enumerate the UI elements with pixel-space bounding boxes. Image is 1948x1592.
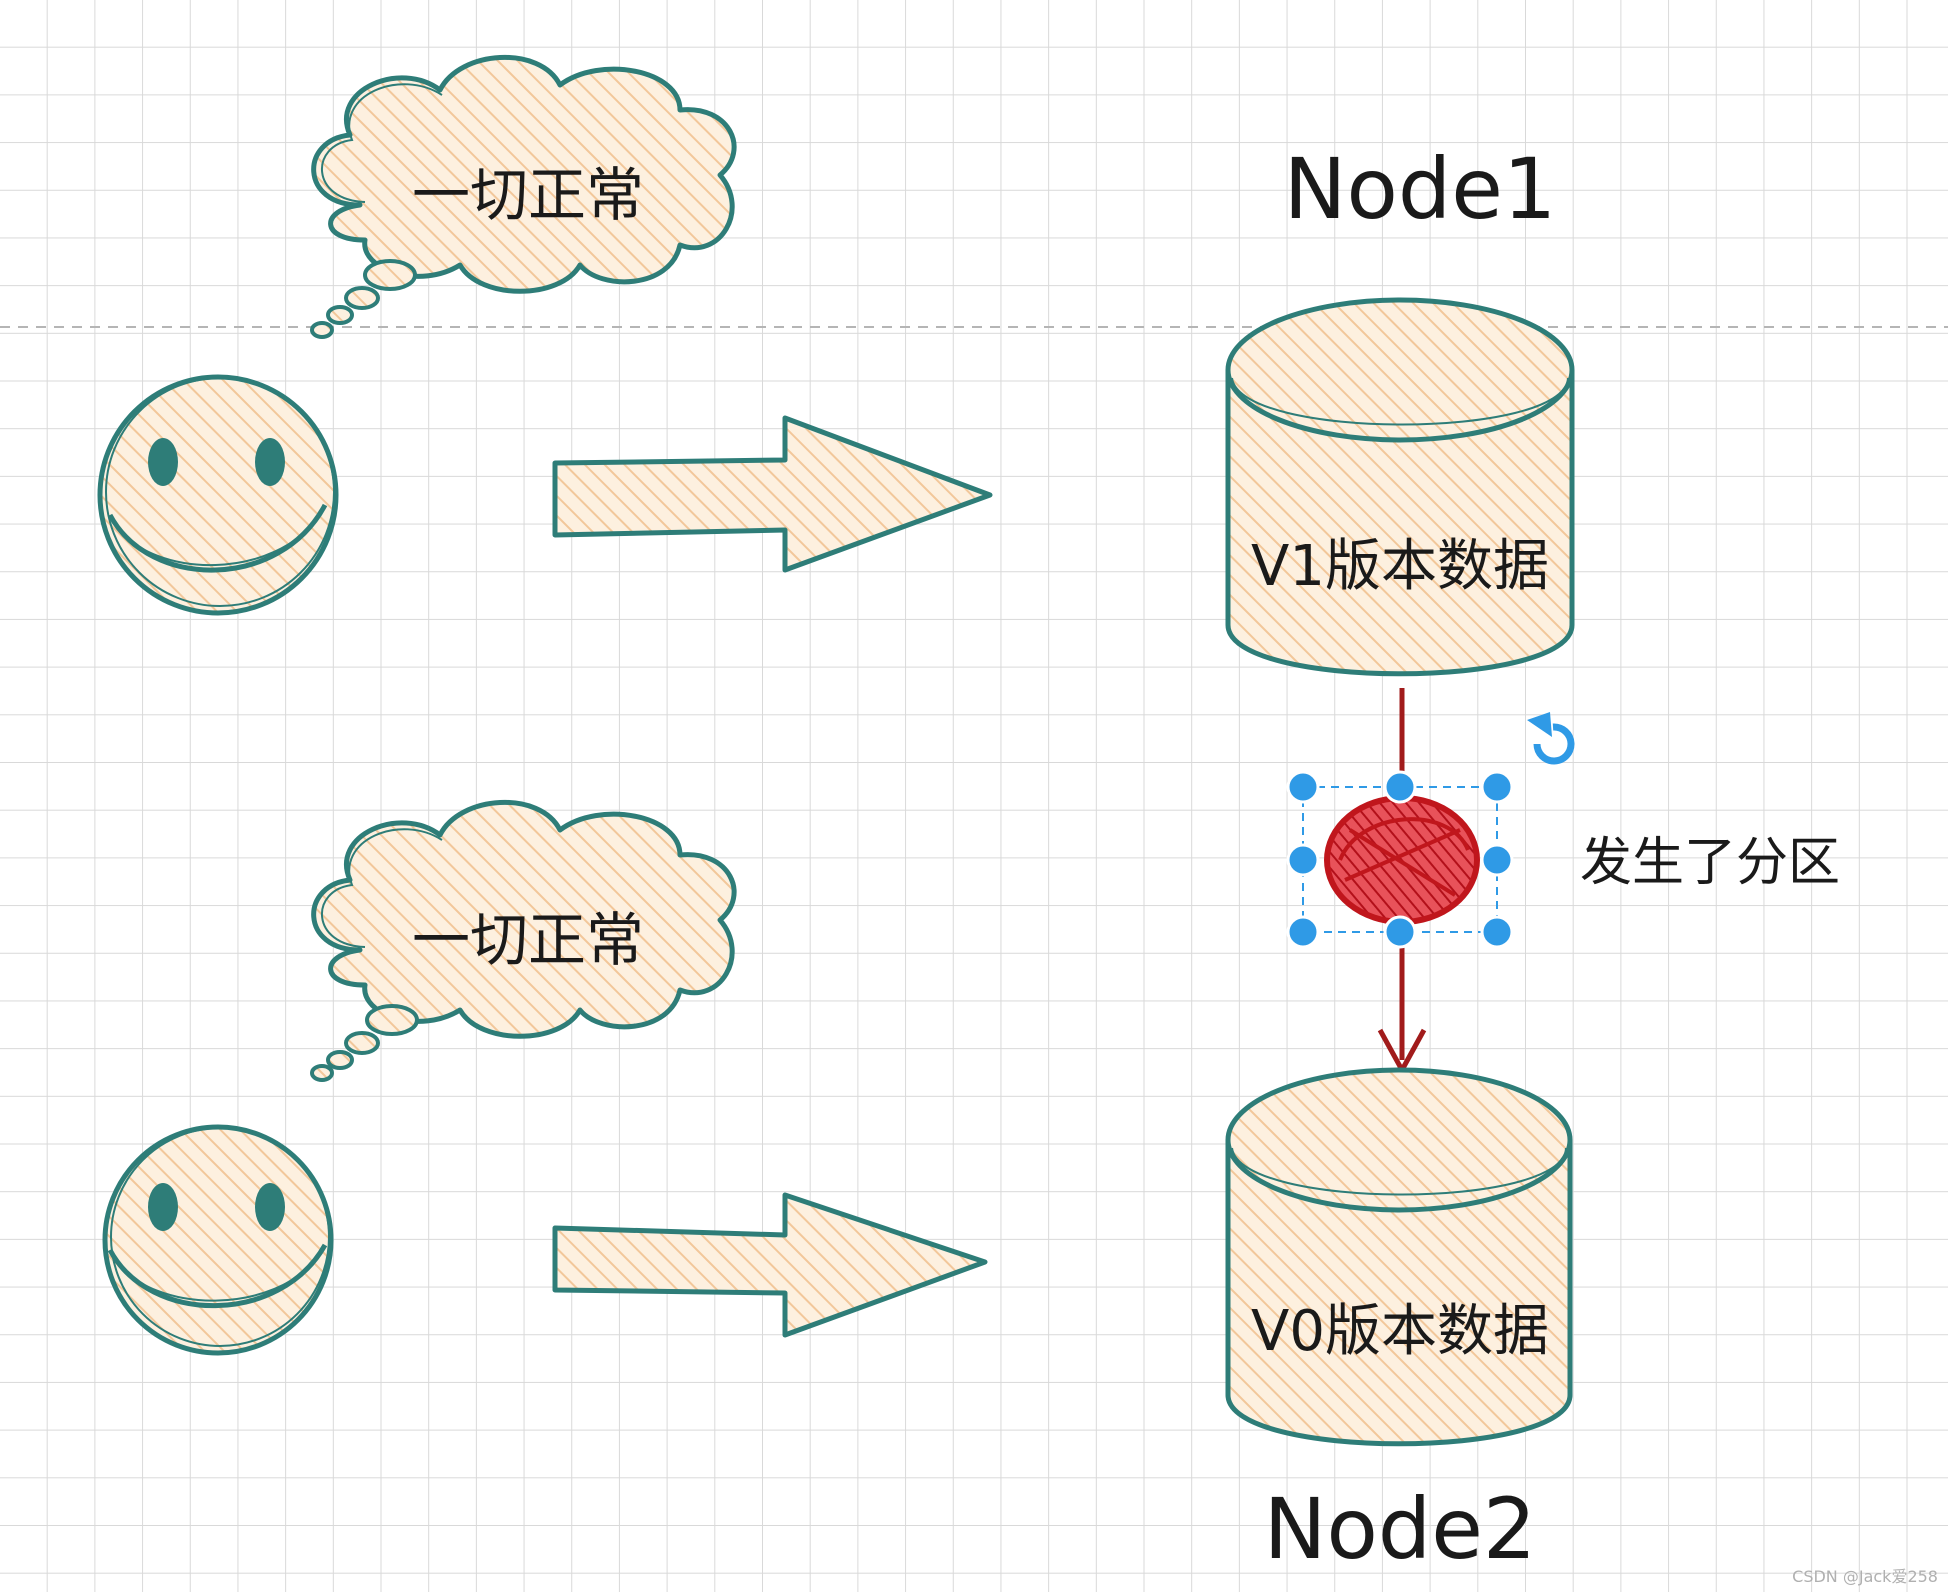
thought-bubbles-top <box>310 259 417 339</box>
thought-bubbles-bottom <box>310 1004 419 1082</box>
node1-title: Node1 <box>1284 140 1557 238</box>
thought-text-bottom: 一切正常 <box>412 906 644 974</box>
db-label-node2: V0版本数据 <box>1251 1299 1549 1364</box>
thought-text-top: 一切正常 <box>412 161 644 229</box>
partition-label: 发生了分区 <box>1580 833 1840 893</box>
resize-handle-top-left[interactable] <box>1286 770 1320 804</box>
node2-title: Node2 <box>1264 1480 1537 1578</box>
partition-blob-icon[interactable] <box>1324 795 1480 925</box>
resize-handle-right[interactable] <box>1480 843 1514 877</box>
watermark: CSDN @Jack爱258 <box>1792 1567 1938 1586</box>
resize-handle-top[interactable] <box>1383 770 1417 804</box>
smiley-face-top-icon[interactable] <box>97 374 339 616</box>
resize-handle-bottom[interactable] <box>1383 915 1417 949</box>
resize-handle-left[interactable] <box>1286 843 1320 877</box>
resize-handle-bottom-left[interactable] <box>1286 915 1320 949</box>
rotate-icon[interactable] <box>1527 712 1575 765</box>
resize-handle-top-right[interactable] <box>1480 770 1514 804</box>
thought-cloud-top[interactable]: 一切正常 <box>311 55 737 294</box>
smiley-face-bottom-icon[interactable] <box>102 1124 334 1356</box>
arrow-top-icon[interactable] <box>552 415 993 573</box>
db-label-node1: V1版本数据 <box>1251 534 1549 599</box>
resize-handle-bottom-right[interactable] <box>1480 915 1514 949</box>
database-node1-icon[interactable]: V1版本数据 <box>1225 297 1575 677</box>
selection-box[interactable] <box>1286 770 1514 949</box>
database-node2-icon[interactable]: V0版本数据 <box>1225 1067 1573 1447</box>
arrow-bottom-icon[interactable] <box>552 1192 988 1338</box>
thought-cloud-bottom[interactable]: 一切正常 <box>311 800 737 1039</box>
